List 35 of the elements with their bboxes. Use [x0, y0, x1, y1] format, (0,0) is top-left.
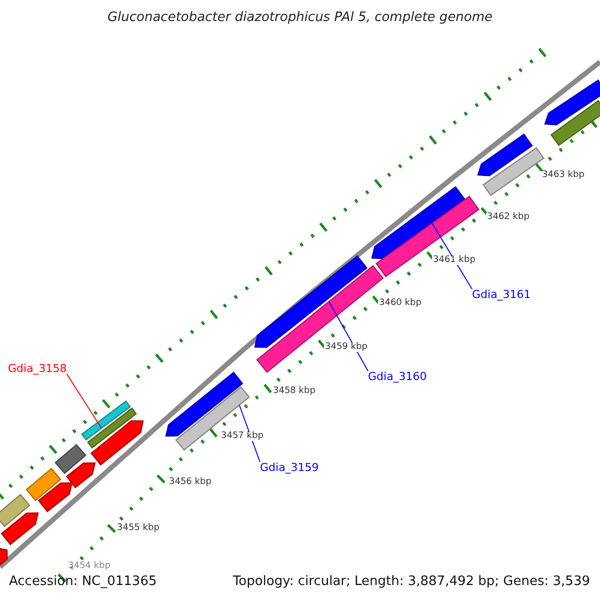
scale-label: 3455 kbp: [116, 524, 160, 533]
gene-label: Gdia_3159: [260, 462, 319, 473]
gene-feature: [66, 462, 96, 488]
scale-label: 3462 kbp: [486, 213, 530, 222]
scale-label: 3454 kbp: [67, 562, 112, 571]
gene-label: Gdia_3160: [368, 371, 427, 382]
scale-label: 3461 kbp: [432, 256, 476, 265]
accession-text: Accession: NC_011365: [9, 575, 157, 588]
gene-feature: [375, 196, 480, 278]
genome-info-text: Topology: circular; Length: 3,887,492 bp; Genes: 3,539: [232, 575, 590, 588]
gene-feature: [165, 372, 244, 437]
gene-feature: [54, 444, 86, 474]
gene-feature: [90, 420, 144, 466]
scale-label: 3456 kbp: [168, 478, 212, 487]
gene-feature: [0, 512, 39, 546]
scale-label: 3457 kbp: [220, 432, 264, 441]
scale-label: 3460 kbp: [378, 299, 422, 308]
gene-feature: [477, 133, 533, 176]
gene-feature: [550, 100, 600, 146]
leader-line: [66, 374, 102, 429]
gene-feature: [81, 400, 131, 441]
gene-feature: [544, 79, 600, 126]
gene-label: Gdia_3161: [472, 289, 531, 300]
gene-feature: [0, 548, 8, 568]
leader-line: [328, 301, 368, 372]
gene-feature: [0, 494, 30, 528]
gene-label: Gdia_3158: [8, 363, 67, 374]
gene-feature: [26, 468, 62, 502]
gene-feature: [38, 482, 73, 512]
scale-label: 3463 kbp: [541, 171, 586, 180]
leader-line: [432, 222, 472, 290]
gene-feature: [87, 407, 137, 449]
diagram-title: Gluconacetobacter diazotrophicus PAl 5, complete genome: [106, 11, 494, 24]
scale-label: 3458 kbp: [272, 387, 316, 396]
scale-label: 3459 kbp: [324, 343, 368, 352]
